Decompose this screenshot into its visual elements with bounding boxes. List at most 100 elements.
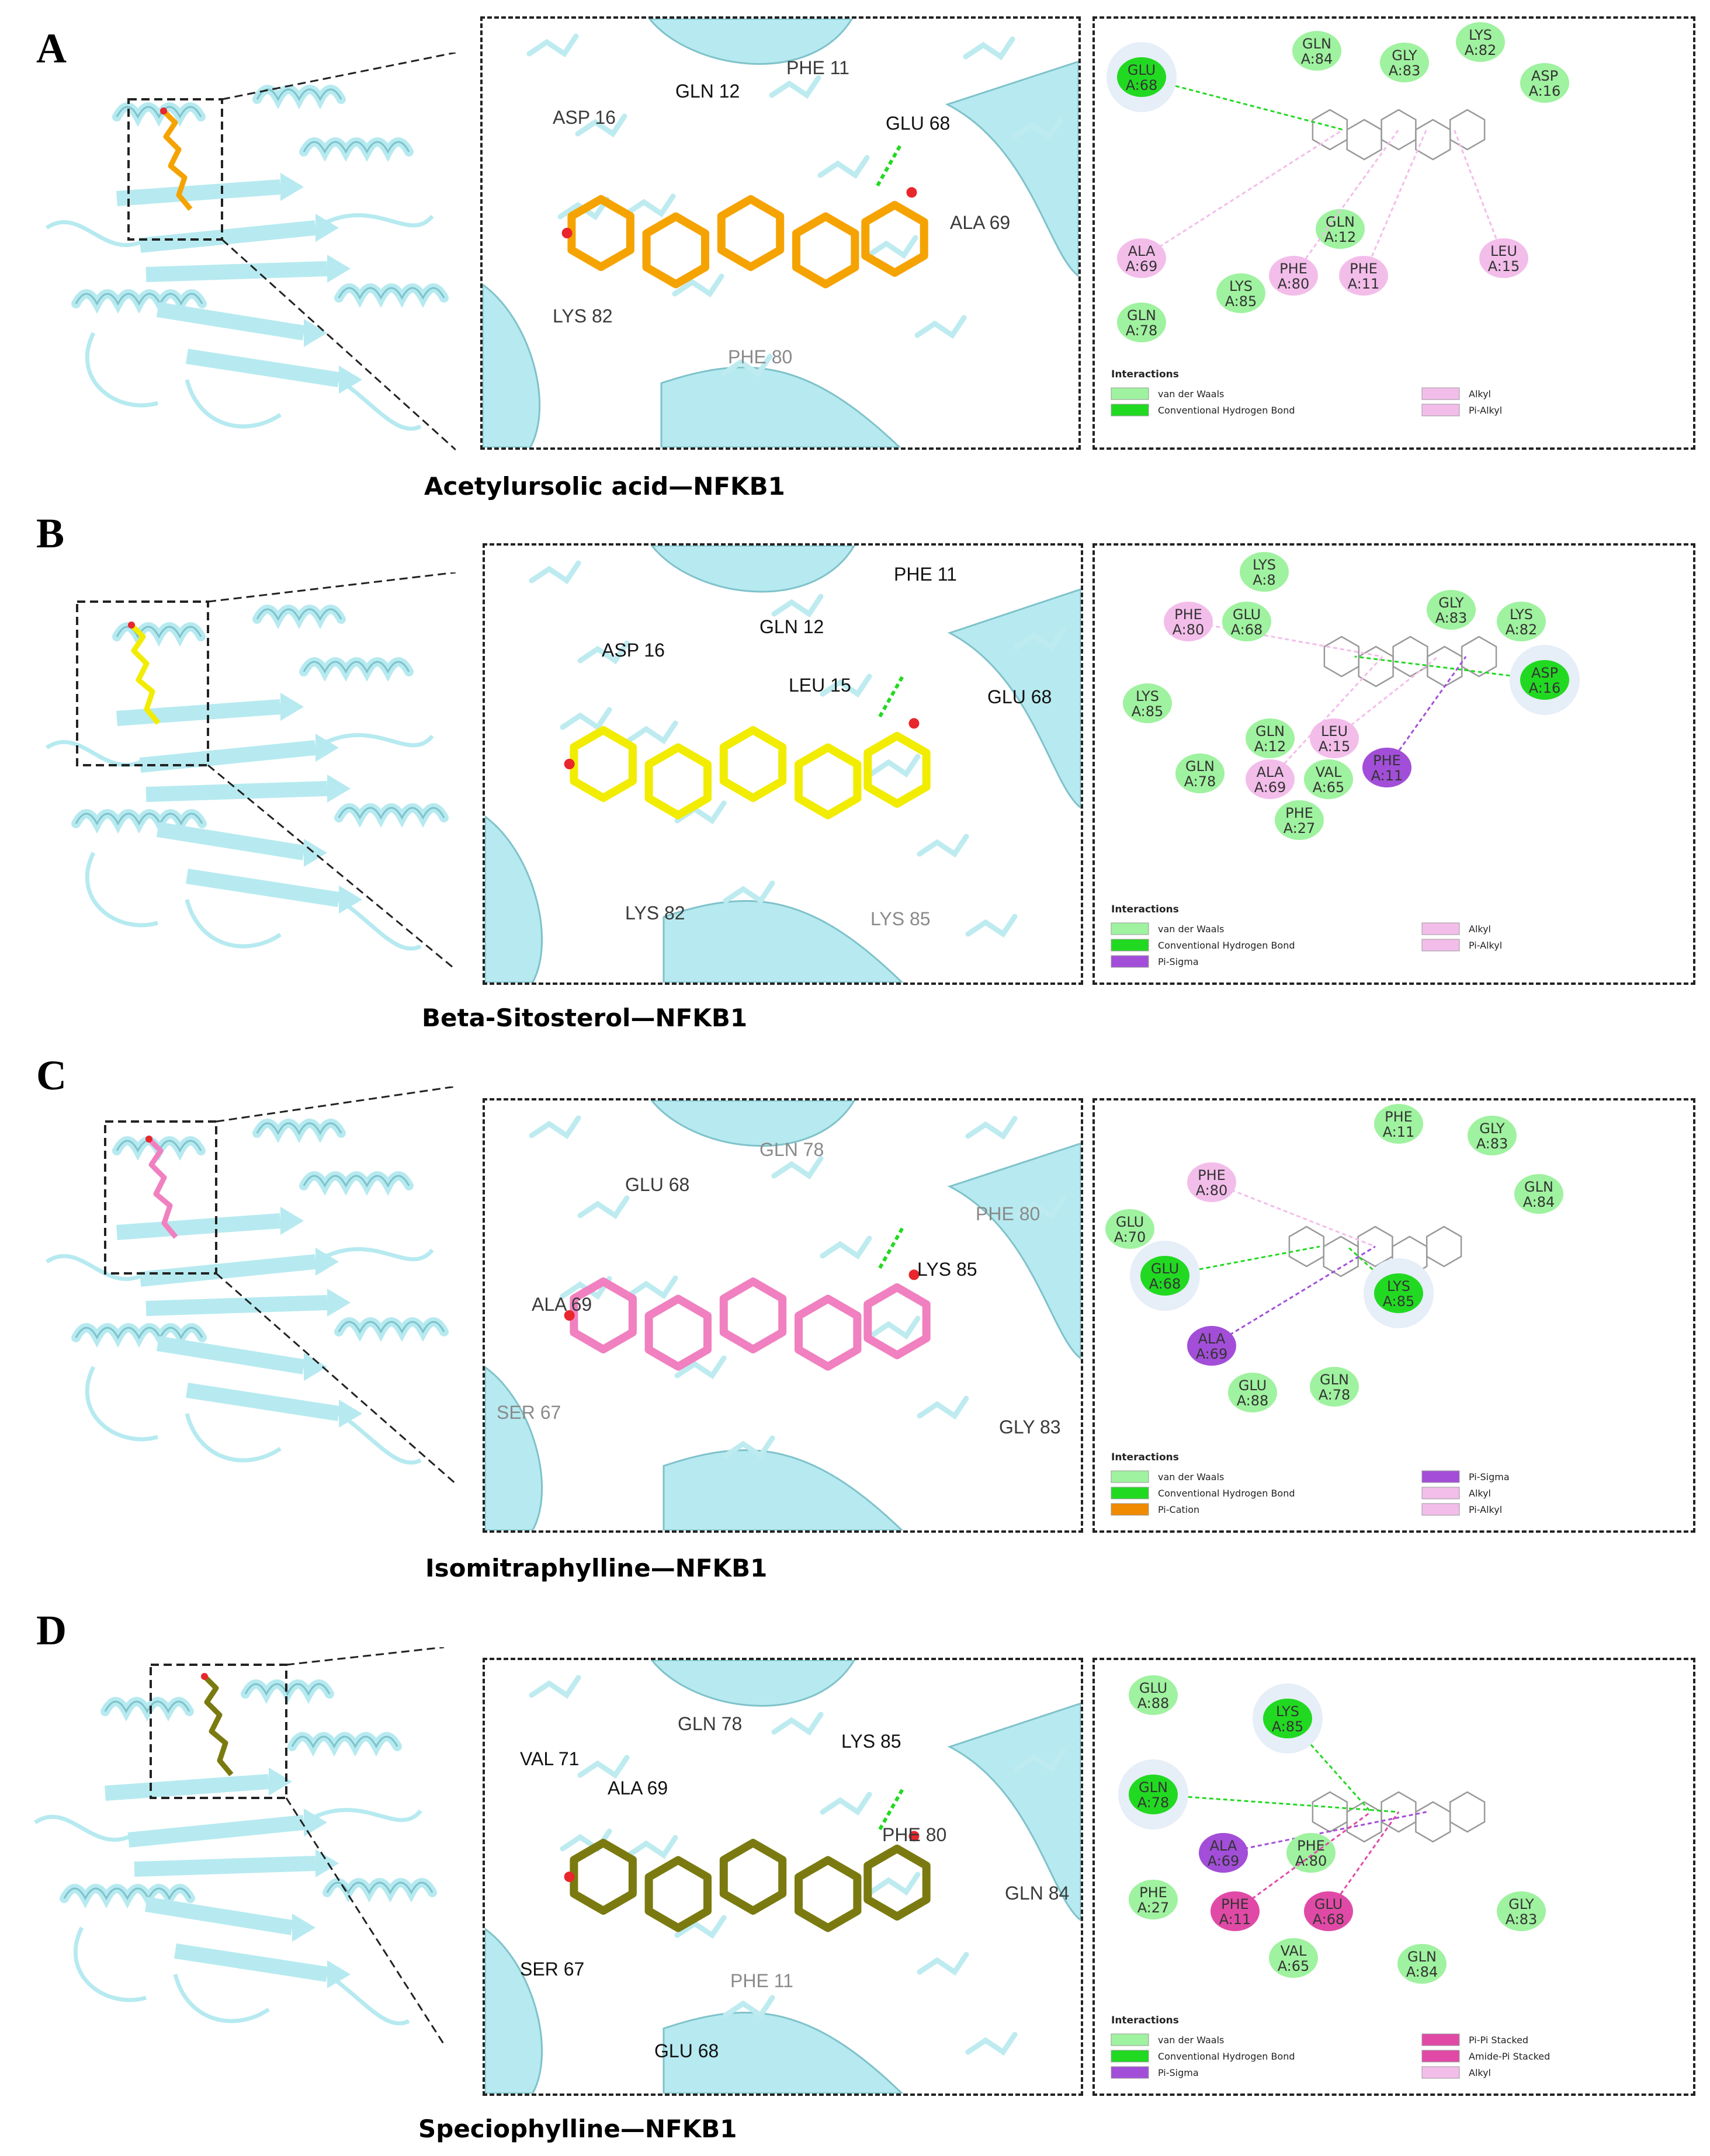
residue-disc <box>1269 256 1318 296</box>
residue-chain-number: A:68 <box>1126 77 1158 93</box>
residue-label-3d: GLU 68 <box>886 113 950 134</box>
helix-edge <box>338 1321 445 1334</box>
beta-strand-arrow <box>315 214 339 242</box>
residue-chain-number: A:80 <box>1196 1182 1228 1199</box>
residue-name: GLU <box>1151 1261 1179 1277</box>
skeleton-ring <box>1415 1801 1451 1843</box>
residue-chain-number: A:11 <box>1219 1911 1251 1928</box>
legend-item: Conventional Hydrogen Bond <box>1111 1487 1295 1499</box>
beta-strand-arrow <box>280 173 304 201</box>
hydrogen-bond <box>878 1787 904 1831</box>
legend-swatch <box>1421 1487 1460 1499</box>
beta-strand-arrow <box>292 1914 315 1942</box>
legend-label: Conventional Hydrogen Bond <box>1158 1488 1295 1499</box>
interaction-line <box>1164 1245 1320 1277</box>
side-chain <box>868 754 921 778</box>
residue-name: PHE <box>1279 261 1307 277</box>
ribbon <box>650 1660 856 1707</box>
legend-swatch <box>1111 2033 1149 2046</box>
loop <box>326 1973 410 2026</box>
beta-strand <box>139 1254 317 1287</box>
legend-swatch <box>1111 387 1149 400</box>
beta-strand-arrow <box>327 255 351 283</box>
residue-label-3d: LEU 15 <box>789 675 851 696</box>
legend-item: Pi-Cation <box>1111 1503 1199 1516</box>
ligand-structure <box>561 144 928 289</box>
residue-disc <box>1292 31 1341 71</box>
ribbon <box>663 900 904 982</box>
legend-item: Alkyl <box>1421 387 1491 400</box>
legend-item: van der Waals <box>1111 2033 1224 2046</box>
residue-name: PHE <box>1385 1109 1413 1125</box>
interaction-line <box>1292 129 1400 276</box>
residue-chain-number: A:78 <box>1319 1387 1351 1403</box>
helix-edge <box>75 1327 203 1340</box>
residue-disc <box>1216 273 1265 313</box>
interaction-line <box>1386 656 1467 768</box>
legend-label: Pi-Alkyl <box>1469 940 1502 951</box>
loop <box>185 899 282 949</box>
oxygen-atom <box>201 1673 208 1680</box>
panel-letter: D <box>36 1607 67 1654</box>
legend-swatch <box>1111 404 1149 416</box>
side-chain <box>723 880 775 905</box>
residue-name: GLY <box>1438 595 1464 611</box>
residue-disc <box>1164 602 1213 641</box>
loop <box>314 1247 434 1264</box>
legend-swatch <box>1421 404 1460 416</box>
residue-chain-number: A:85 <box>1383 1293 1415 1310</box>
residue-chain-number: A:27 <box>1284 820 1316 836</box>
residue-disc <box>1240 552 1289 592</box>
residue-disc <box>1228 1373 1277 1412</box>
side-chain <box>917 1952 969 1976</box>
side-chain <box>723 1995 775 2019</box>
side-chain <box>672 273 724 298</box>
residue-label-3d: GLN 12 <box>759 616 824 637</box>
legend-item: van der Waals <box>1111 922 1224 935</box>
interaction-line <box>1188 620 1383 658</box>
beta-strand-arrow <box>304 1808 327 1836</box>
side-chain <box>817 155 870 179</box>
residue-label-3d: PHE 11 <box>730 1970 793 1991</box>
ligand-ring <box>863 1283 931 1359</box>
residue-chain-number: A:12 <box>1254 738 1286 755</box>
residue-disc <box>1286 1833 1336 1873</box>
legend-title: Interactions <box>1111 2015 1179 2026</box>
loop <box>46 220 147 248</box>
zoom-region <box>76 600 209 766</box>
side-chain <box>771 1711 824 1736</box>
beta-strand <box>105 1774 269 1801</box>
residue-name: GLN <box>1139 1779 1168 1796</box>
side-chain <box>914 315 967 339</box>
skeleton-ring <box>1392 636 1428 678</box>
residue-label-3d: ALA 69 <box>608 1777 668 1799</box>
protein-cartoon <box>34 1673 437 2026</box>
ligand-ring <box>792 212 859 289</box>
side-chain <box>1014 1748 1066 1773</box>
residue-name: LYS <box>1510 606 1533 623</box>
beta-strand-arrow <box>304 1353 327 1381</box>
legend-item: Alkyl <box>1421 2066 1491 2079</box>
ligand-ring <box>795 1856 862 1932</box>
hydrogen-bond <box>878 1226 904 1269</box>
ligand-ring <box>863 1844 931 1921</box>
loop <box>314 733 434 750</box>
legend-label: Alkyl <box>1469 388 1491 400</box>
residue-chain-number: A:85 <box>1225 293 1257 310</box>
interaction-line <box>1327 1811 1400 1912</box>
legend-swatch <box>1421 922 1460 935</box>
skeleton-ring <box>1346 119 1382 161</box>
complex-caption: Isomitraphylline—NFKB1 <box>425 1554 768 1582</box>
